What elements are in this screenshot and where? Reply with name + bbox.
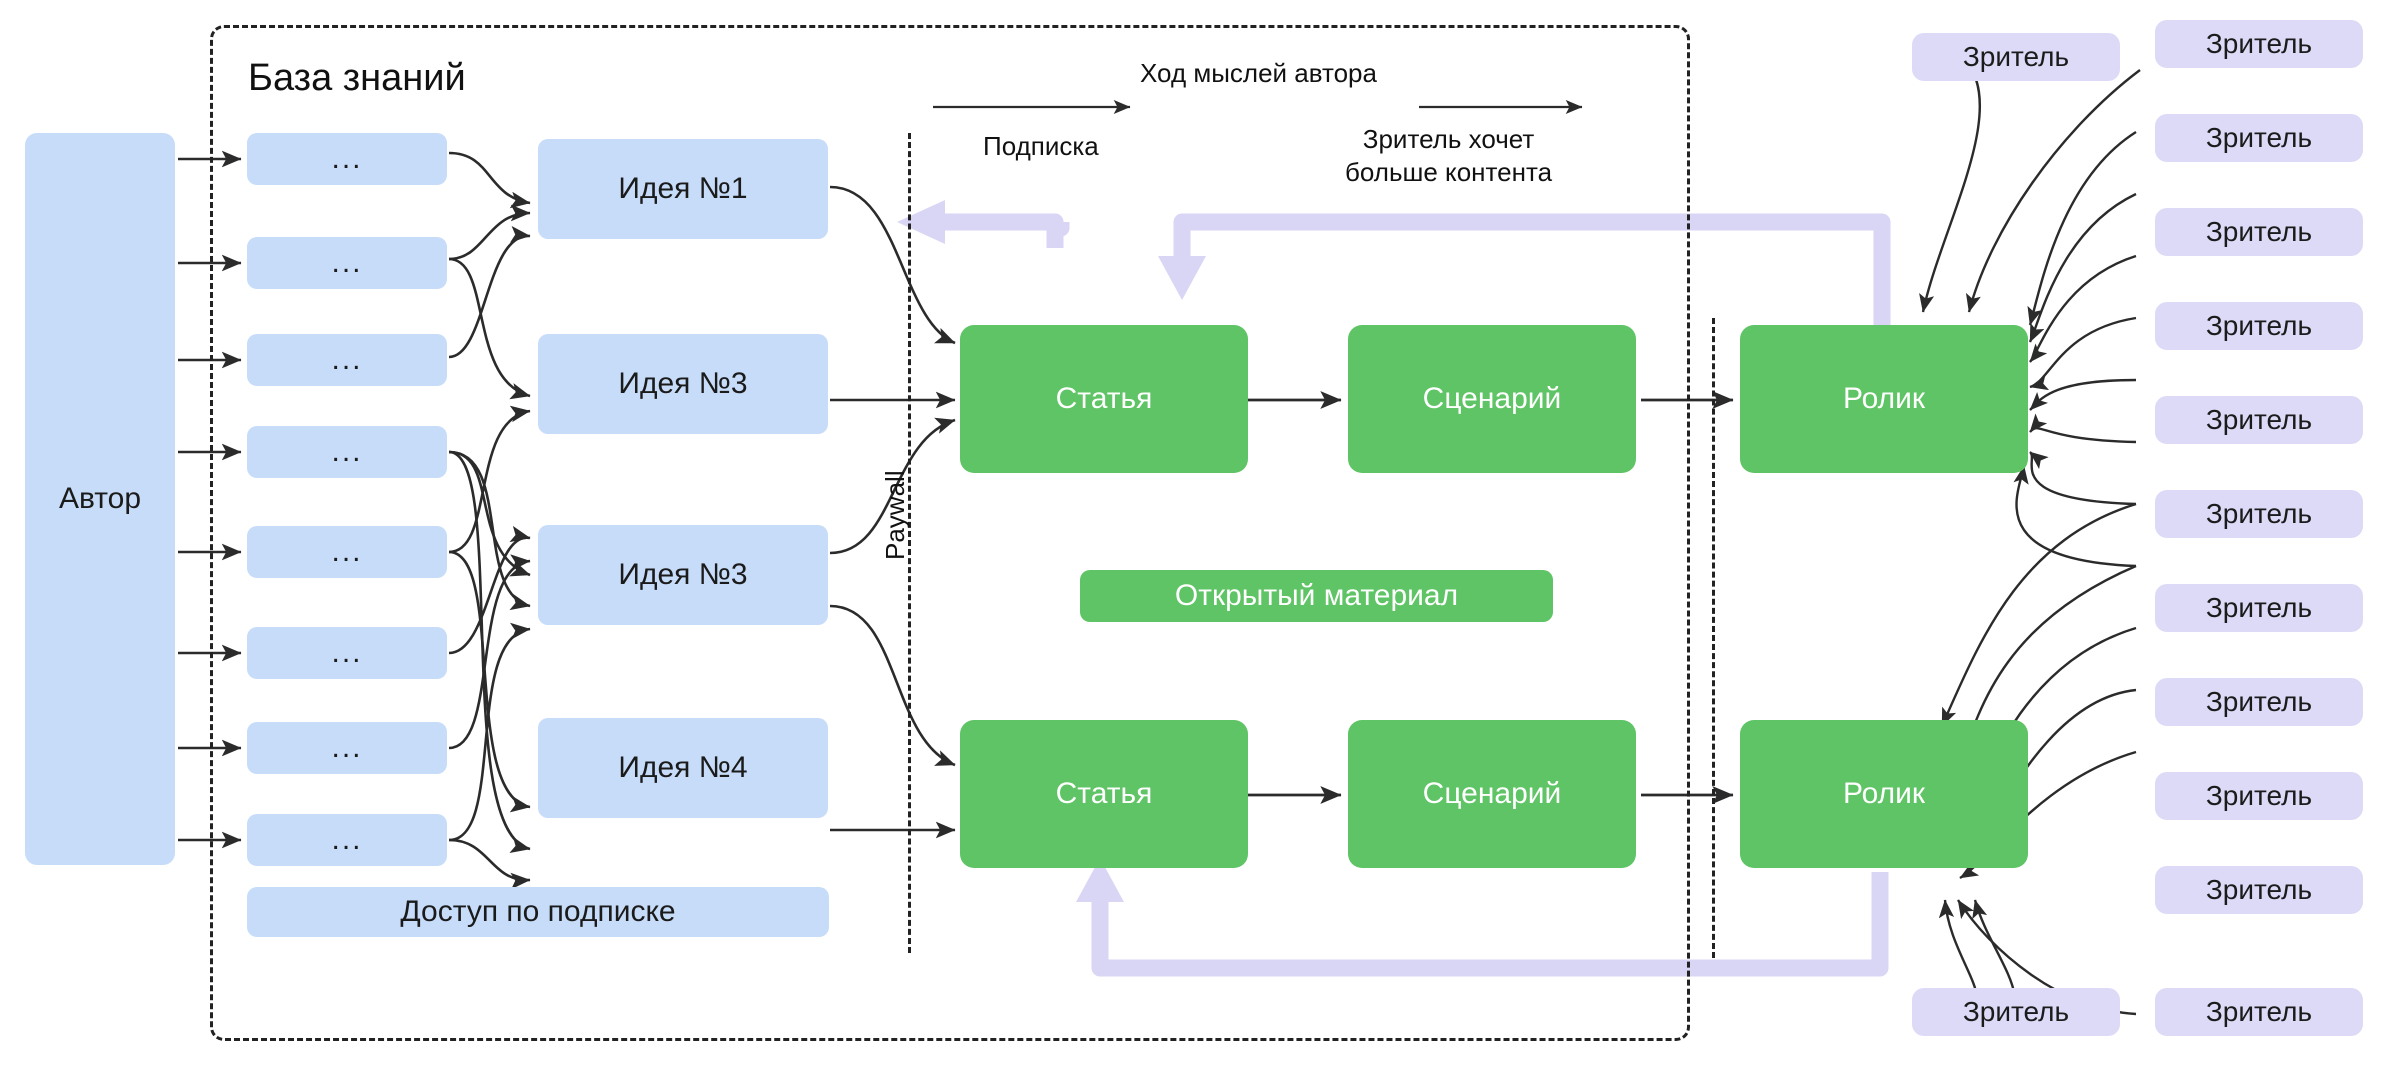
video-node-2[interactable]: Ролик [1740, 720, 2028, 868]
source-node[interactable]: ... [247, 237, 447, 289]
idea-node[interactable]: Идея №3 [538, 525, 828, 625]
article-node[interactable]: Статья [960, 325, 1248, 473]
source-node[interactable]: ... [247, 334, 447, 386]
article-node-2[interactable]: Статья [960, 720, 1248, 868]
viewer-node[interactable]: Зритель [2155, 866, 2363, 914]
knowledge-base-frame [210, 25, 1690, 1041]
viewer-node[interactable]: Зритель [2155, 772, 2363, 820]
viewer-node[interactable]: Зритель [1912, 33, 2120, 81]
viewer-node[interactable]: Зритель [2155, 302, 2363, 350]
author-node[interactable]: Автор [25, 133, 175, 865]
paywall-label: Paywall [880, 470, 910, 560]
source-node[interactable]: ... [247, 814, 447, 866]
subscription-access-node[interactable]: Доступ по подписке [247, 887, 829, 937]
paywall-divider [908, 133, 911, 953]
thought-process-label: Ход мыслей автора [1140, 58, 1377, 88]
viewer-node[interactable]: Зритель [2155, 208, 2363, 256]
viewer-node[interactable]: Зритель [2155, 396, 2363, 444]
more-content-line-2: больше контента [1345, 156, 1553, 187]
viewer-node[interactable]: Зритель [1912, 988, 2120, 1036]
source-node[interactable]: ... [247, 133, 447, 185]
source-node[interactable]: ... [247, 627, 447, 679]
viewer-node[interactable]: Зритель [2155, 988, 2363, 1036]
idea-node[interactable]: Идея №1 [538, 139, 828, 239]
secondary-divider [1712, 318, 1715, 958]
more-content-line-1: Зритель хочет [1362, 124, 1535, 154]
viewer-node[interactable]: Зритель [2155, 20, 2363, 68]
viewer-node[interactable]: Зритель [2155, 678, 2363, 726]
script-node[interactable]: Сценарий [1348, 325, 1636, 473]
more-content-label: Зритель хочет больше контента [1345, 123, 1552, 188]
viewer-node[interactable]: Зритель [2155, 584, 2363, 632]
subscription-label: Подписка [983, 131, 1099, 161]
source-node[interactable]: ... [247, 526, 447, 578]
idea-node[interactable]: Идея №3 [538, 334, 828, 434]
viewer-node[interactable]: Зритель [2155, 490, 2363, 538]
idea-node[interactable]: Идея №4 [538, 718, 828, 818]
viewer-node[interactable]: Зритель [2155, 114, 2363, 162]
script-node-2[interactable]: Сценарий [1348, 720, 1636, 868]
source-node[interactable]: ... [247, 722, 447, 774]
open-material-node[interactable]: Открытый материал [1080, 570, 1553, 622]
source-node[interactable]: ... [247, 426, 447, 478]
knowledge-base-title: База знаний [248, 57, 466, 99]
viewer-to-video-arrows [1919, 59, 2141, 568]
video-node[interactable]: Ролик [1740, 325, 2028, 473]
